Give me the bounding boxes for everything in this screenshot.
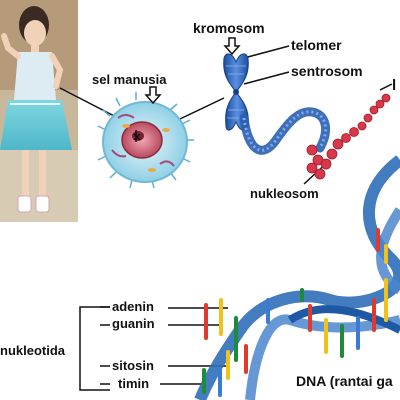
label-sel-manusia: sel manusia [92,72,167,87]
label-telomer: telomer [291,37,342,53]
child-photo [0,0,78,222]
label-nukleosom: nukleosom [250,186,319,201]
label-adenin: adenin [112,299,154,314]
bracket-nukleotida [79,306,110,391]
centromere [233,89,239,95]
pointer-lines [59,45,393,391]
pointer-sentrosom [243,71,290,85]
human-cell [97,92,194,189]
label-dna: DNA (rantai ga [296,373,393,389]
nucleosome-beads [306,93,391,180]
label-sentrosom: sentrosom [291,63,363,79]
label-guanin: guanin [112,316,155,331]
dna-helix [194,155,400,400]
label-kromosom: kromosom [193,20,265,36]
pointer-telomer [243,45,290,59]
pointer-child-cell [59,87,123,121]
down-arrow-icon [223,37,241,56]
chromatin-coil [239,107,331,155]
label-timin: timin [118,376,150,391]
label-nukleotida: nukleotida [0,343,66,358]
label-sitosin: sitosin [112,358,154,373]
label-cut-letter: l [392,77,397,94]
down-arrow-icon [144,86,162,105]
